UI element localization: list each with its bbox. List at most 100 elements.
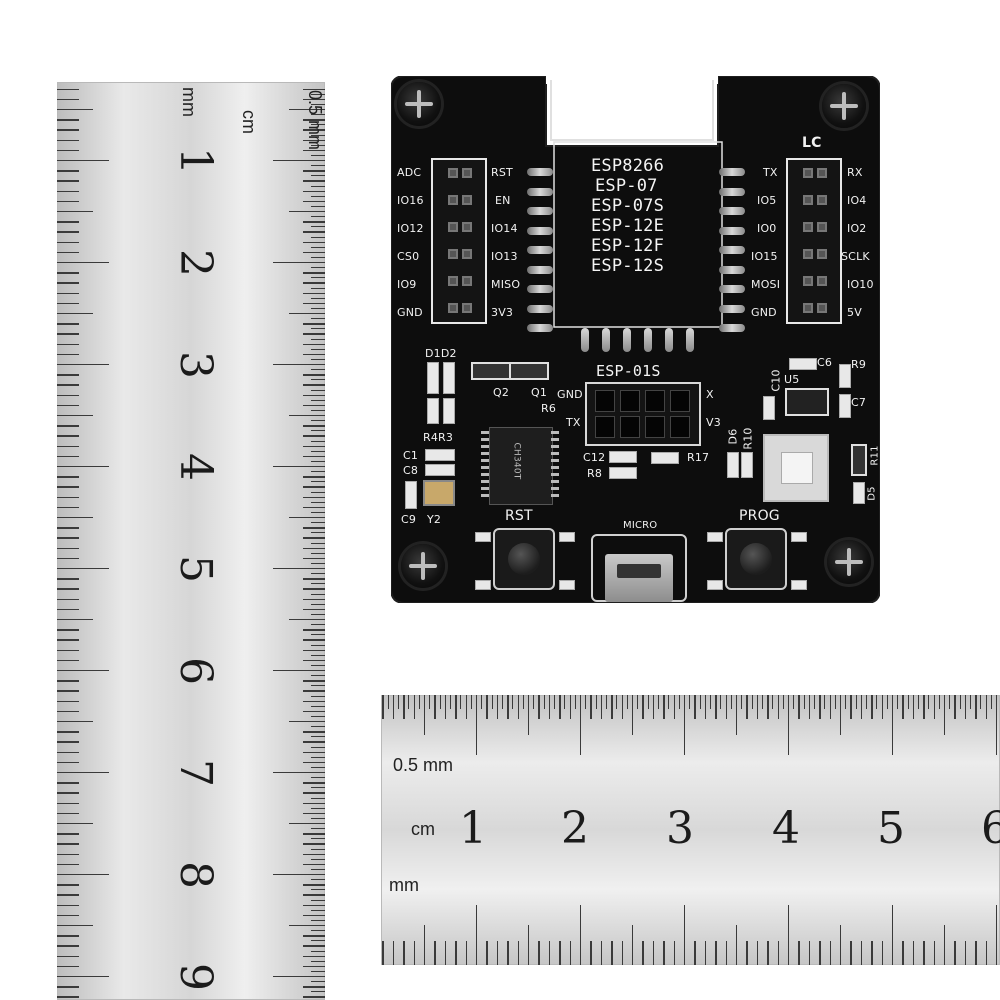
module-name-list: ESP8266 ESP-07 ESP-07S ESP-12E ESP-12F E… — [591, 156, 691, 276]
ruler-tick — [311, 562, 325, 564]
ruler-tick — [559, 695, 561, 719]
ruler-tick — [303, 578, 325, 580]
left-pin-header — [431, 158, 487, 324]
ruler-tick — [303, 353, 325, 356]
ruler-tick — [311, 185, 325, 187]
ruler-tick — [486, 941, 488, 965]
ruler-tick — [923, 695, 925, 719]
vertical-ruler-number-3: 3 — [170, 351, 221, 379]
ruler-tick — [57, 547, 79, 549]
ruler-tick — [694, 941, 696, 965]
ruler-tick — [725, 941, 727, 965]
ruler-tick — [855, 695, 857, 709]
horizontal-ruler-half-mm-label: 0.5 mm — [393, 755, 454, 775]
ruler-tick — [311, 858, 325, 860]
ruler-tick — [803, 695, 805, 709]
ruler-tick — [756, 941, 759, 965]
pogo-pin — [719, 226, 745, 235]
pin-label: IO16 — [397, 194, 424, 207]
ruler-tick — [303, 476, 325, 478]
ruler-tick — [600, 941, 603, 965]
ruler-tick — [273, 670, 325, 672]
pogo-pin — [644, 328, 652, 352]
pin-label: 3V3 — [491, 306, 514, 319]
ruler-tick — [850, 695, 852, 719]
ruler-tick — [311, 777, 325, 779]
label-u5: U5 — [784, 373, 800, 386]
ruler-tick — [725, 695, 727, 719]
rst-button-cap — [508, 543, 540, 575]
chip-pin — [481, 466, 489, 469]
ruler-tick — [311, 460, 325, 462]
pin-label: IO14 — [491, 222, 518, 235]
ruler-tick — [311, 114, 325, 116]
ruler-tick — [303, 506, 325, 509]
ruler-tick — [311, 715, 325, 717]
ruler-tick — [303, 557, 325, 560]
switch-module[interactable] — [763, 434, 829, 502]
ruler-tick — [311, 766, 325, 768]
ruler-tick — [777, 941, 779, 965]
ruler-tick — [57, 619, 93, 621]
chip-pin — [481, 452, 489, 455]
ruler-tick — [311, 593, 325, 595]
ruler-tick — [303, 323, 325, 325]
ruler-tick — [996, 905, 998, 965]
header-pin-pair — [800, 193, 830, 207]
ruler-tick — [311, 420, 325, 422]
ruler-tick — [652, 941, 655, 965]
ruler-tick — [303, 792, 325, 794]
ruler-tick — [303, 659, 325, 662]
ruler-tick — [684, 905, 686, 965]
chip-pin — [481, 459, 489, 462]
ruler-tick — [289, 211, 325, 213]
prog-button[interactable] — [725, 528, 787, 590]
socket-hole — [595, 416, 615, 438]
horizontal-ruler-number-1: 1 — [459, 803, 487, 854]
socket-hole — [595, 390, 615, 412]
ruler-tick — [311, 328, 325, 330]
ruler-tick — [311, 664, 325, 666]
ruler-tick — [57, 853, 79, 855]
ruler-tick — [455, 695, 457, 719]
ruler-tick — [902, 941, 904, 965]
ruler-tick — [273, 568, 325, 570]
ruler-tick — [311, 624, 325, 626]
ruler-tick — [517, 695, 519, 719]
ruler-tick — [311, 868, 325, 870]
resistor-r11 — [851, 444, 867, 476]
ruler-tick — [486, 695, 488, 719]
ruler-tick — [808, 695, 811, 719]
ruler-tick — [57, 302, 79, 305]
ruler-tick — [311, 981, 325, 983]
vertical-ruler: mm cm 0.5 mm 1 2 3 4 5 6 7 8 9 — [57, 82, 325, 1000]
ruler-tick — [418, 695, 420, 709]
ruler-tick — [57, 802, 79, 804]
pin-label: ADC — [397, 166, 422, 179]
ruler-tick — [57, 588, 79, 590]
ruler-tick — [455, 941, 457, 965]
ruler-tick — [57, 874, 109, 876]
ruler-tick — [834, 695, 836, 709]
ruler-tick — [57, 884, 79, 886]
ruler-tick — [311, 675, 325, 677]
ruler-tick — [311, 501, 325, 503]
ruler-tick — [704, 941, 707, 965]
ruler-tick — [57, 374, 79, 376]
ruler-tick — [303, 343, 325, 345]
ruler-tick — [273, 160, 325, 162]
ruler-tick — [522, 695, 524, 709]
screw-bottom-left-icon — [401, 544, 445, 588]
pad — [791, 580, 807, 590]
ruler-tick — [57, 98, 79, 101]
ruler-tick — [303, 914, 325, 917]
ruler-tick — [413, 941, 415, 965]
rst-button[interactable] — [493, 528, 555, 590]
ruler-tick — [57, 486, 79, 488]
ruler-tick — [637, 695, 639, 709]
pin-label: MOSI — [751, 278, 781, 291]
ruler-tick — [311, 807, 325, 809]
micro-usb-port[interactable] — [605, 554, 673, 602]
ruler-tick — [311, 634, 325, 636]
ruler-tick — [398, 695, 399, 709]
